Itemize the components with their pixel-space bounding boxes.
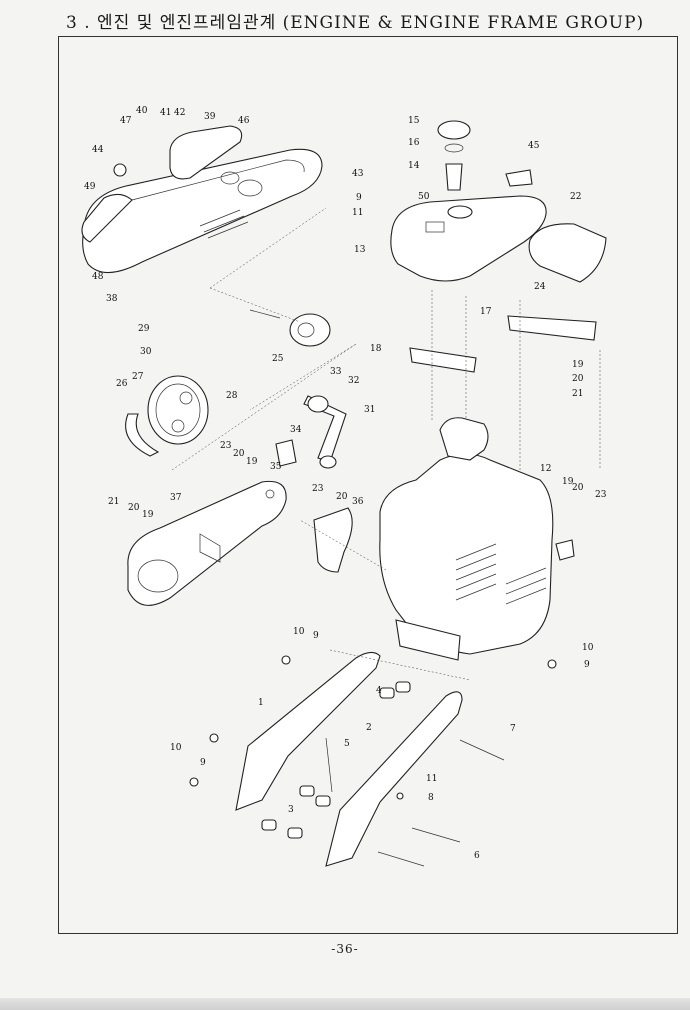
pulley-part [249,309,331,347]
frame-right-part [325,691,463,867]
callout-23-engine: 23 [595,490,607,500]
callout-27: 27 [132,372,144,382]
callout-46: 46 [238,116,250,126]
tank-mount-plate-part [409,347,477,373]
callout-28: 28 [226,391,238,401]
callout-38: 38 [106,294,118,304]
frame-left-part [235,651,381,811]
callout-37: 37 [170,493,182,503]
callout-24: 24 [534,282,546,292]
knob-part [113,163,127,177]
callout-36: 36 [352,497,364,507]
callout-10-top: 10 [293,627,305,637]
callout-9-right: 9 [584,660,590,670]
page-number: -36- [331,942,359,956]
fuel-cap-part [437,120,471,191]
callout-20-engine: 20 [572,483,584,493]
callout-23-mid: 23 [220,441,232,451]
callout-2: 2 [366,723,372,733]
callout-44: 44 [92,145,104,155]
air-cleaner-part [528,223,607,283]
callout-42: 42 [174,108,185,118]
callout-6: 6 [474,851,480,861]
assembly-lines [171,207,601,681]
callout-14: 14 [408,161,420,171]
spacers-part [261,681,411,839]
clutch-drum-part [125,375,209,457]
callout-21-right: 21 [572,389,583,399]
callout-5: 5 [344,739,350,749]
callout-9-top: 9 [313,631,319,641]
callout-20-mid: 20 [233,449,245,459]
callout-29: 29 [138,324,150,334]
callout-9-upper: 9 [356,193,362,203]
callout-43: 43 [352,169,364,179]
callout-49: 49 [84,182,96,192]
callout-26: 26 [116,379,128,389]
callout-19-engine: 19 [562,477,574,487]
callout-48: 48 [92,272,104,282]
callout-15: 15 [408,116,420,126]
callout-12: 12 [540,464,551,474]
callout-8: 8 [428,793,434,803]
bolts-part [189,655,557,867]
callout-11-upper: 11 [352,208,363,218]
callout-19-left: 19 [142,510,154,520]
callout-20-bracket: 20 [336,492,348,502]
crank-arm-part [275,395,347,469]
callout-41: 41 [160,108,171,118]
lower-chain-cover-part [127,480,287,606]
callout-20-left: 20 [128,503,140,513]
callout-4: 4 [376,686,382,696]
scan-edge [0,998,690,1010]
callout-17: 17 [480,307,492,317]
callout-34: 34 [290,425,302,435]
callout-50: 50 [418,192,430,202]
callout-39: 39 [204,112,216,122]
callout-10-left: 10 [170,743,182,753]
belt-part [81,193,133,243]
callout-16: 16 [408,138,420,148]
callout-22: 22 [570,192,581,202]
callout-47: 47 [120,116,132,126]
callout-19-mid: 19 [246,457,258,467]
callout-9-left: 9 [200,758,206,768]
bracket-part [313,507,353,573]
callout-18: 18 [370,344,382,354]
callout-10-right: 10 [582,643,594,653]
engine-part [379,417,575,661]
tank-bracket-part [507,315,597,341]
callout-30: 30 [140,347,152,357]
callout-45: 45 [528,141,540,151]
callout-20-right: 20 [572,374,584,384]
callout-31: 31 [364,405,375,415]
callout-13: 13 [354,245,366,255]
callout-1: 1 [258,698,264,708]
callout-35: 35 [270,462,282,472]
diagram-frame [58,36,678,934]
callout-21-left: 21 [108,497,119,507]
callout-40: 40 [136,106,148,116]
callout-3: 3 [288,805,294,815]
callout-25: 25 [272,354,284,364]
callout-32: 32 [348,376,359,386]
page-title: 3 . 엔진 및 엔진프레임관계 (ENGINE & ENGINE FRAME … [66,13,645,33]
fuel-tank-part [390,169,547,282]
callout-11-lower: 11 [426,774,437,784]
callout-19-right: 19 [572,360,584,370]
part-callouts: 40 41 42 39 47 46 44 49 48 38 15 16 14 4… [84,106,607,861]
callout-33: 33 [330,367,342,377]
callout-23-bracket: 23 [312,484,324,494]
cover-plate-part [169,125,243,180]
callout-7: 7 [510,724,516,734]
